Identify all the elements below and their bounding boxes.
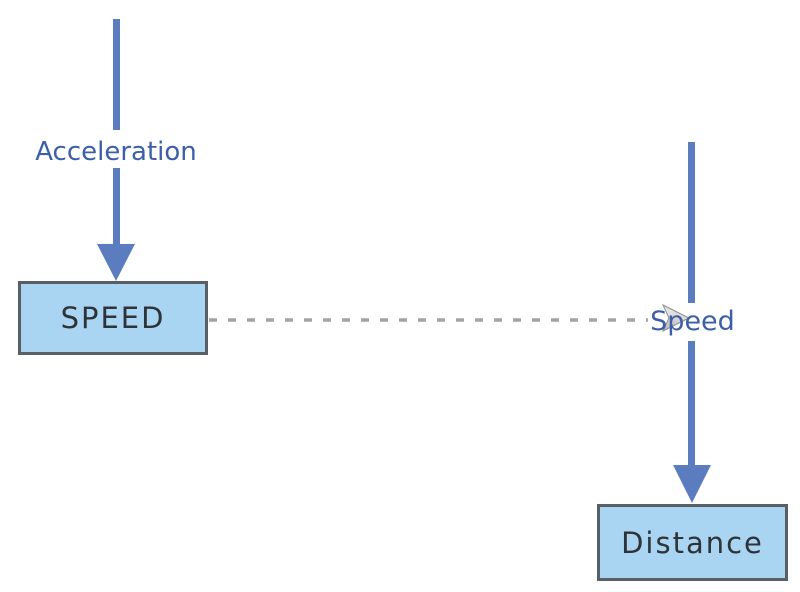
right-arrowhead-icon xyxy=(661,303,691,333)
dashed-connector xyxy=(209,303,691,333)
distance-node-label: Distance xyxy=(621,525,764,560)
down-arrowhead-icon xyxy=(97,244,135,281)
speed-node-box: SPEED xyxy=(18,281,208,355)
speed-to-distance-arrow xyxy=(673,142,711,503)
down-arrowhead-icon xyxy=(673,465,711,503)
acceleration-arrow-upper-segment xyxy=(113,19,120,130)
speed-flow-label: Speed xyxy=(650,306,735,337)
acceleration-arrow xyxy=(97,19,135,281)
speed-arrow-upper-segment xyxy=(688,142,695,303)
speed-node-label: SPEED xyxy=(60,301,166,335)
speed-arrow-lower-segment xyxy=(688,341,695,467)
distance-node-box: Distance xyxy=(597,504,788,581)
acceleration-arrow-lower-segment xyxy=(113,168,120,246)
acceleration-label: Acceleration xyxy=(35,137,197,167)
